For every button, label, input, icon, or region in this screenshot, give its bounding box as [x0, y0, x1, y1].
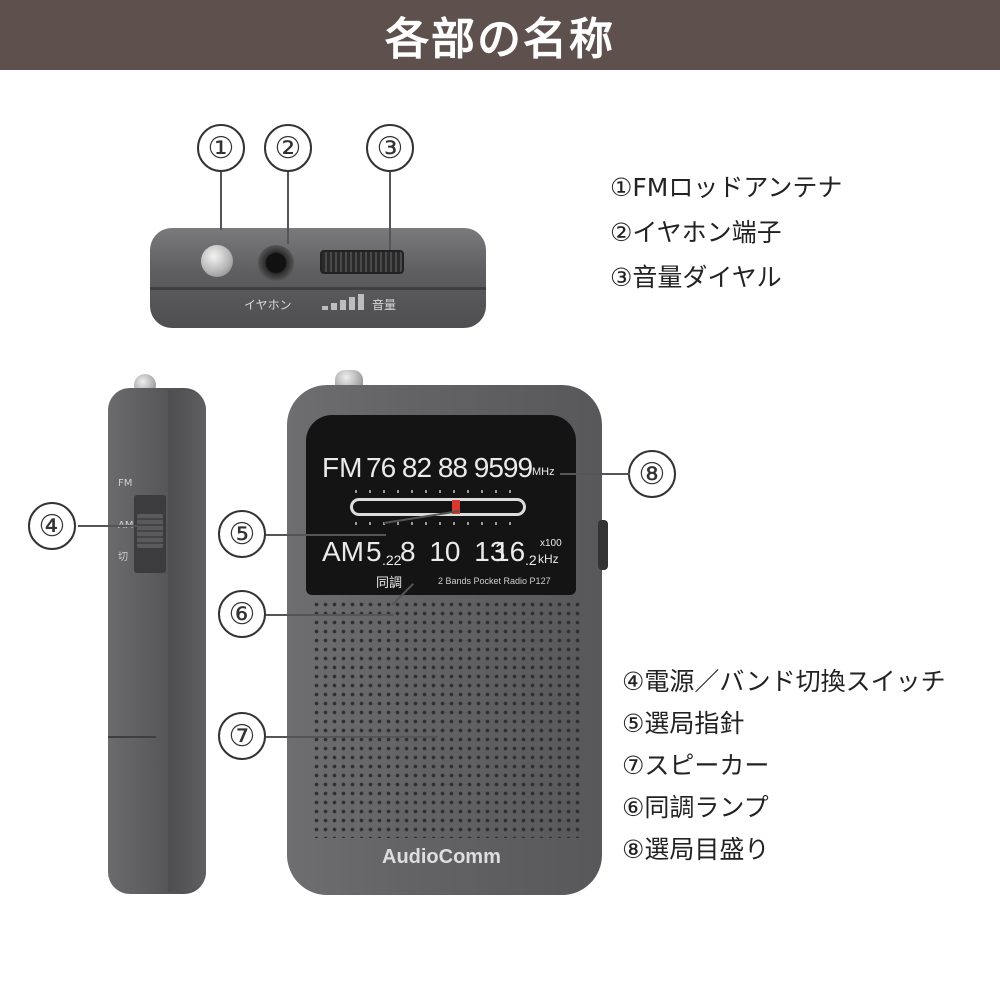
radio-side-front	[168, 390, 206, 892]
callout-3: ③	[366, 124, 414, 172]
am-scale-c-sub: .2	[525, 552, 537, 568]
radio-top-body	[150, 228, 486, 328]
brand-logo: AudioComm	[382, 846, 501, 868]
am-unit-top: x100	[540, 538, 562, 549]
leader-4	[78, 525, 138, 527]
volume-bar-4	[349, 297, 355, 310]
legend-item-earphone: ②イヤホン端子	[610, 218, 782, 247]
am-unit-bottom: kHz	[538, 552, 559, 566]
leader-6a	[266, 614, 394, 616]
earphone-label: イヤホン	[244, 298, 292, 312]
battery-cover	[108, 736, 156, 892]
legend-item-antenna: ①FMロッドアンテナ	[610, 173, 843, 202]
tuning-knob	[598, 520, 608, 570]
legend-item-pointer: ⑤選局指針	[622, 709, 745, 738]
am-scale-a: 5	[366, 536, 382, 567]
legend-item-tuning-lamp: ⑥同調ランプ	[622, 793, 769, 822]
callout-8: ⑧	[628, 450, 676, 498]
legend-item-volume: ③音量ダイヤル	[610, 263, 782, 292]
callout-7: ⑦	[218, 712, 266, 760]
radio-top-seam	[150, 287, 486, 290]
leader-5a	[266, 534, 386, 536]
leader-7	[266, 736, 438, 738]
volume-dial	[320, 250, 404, 274]
tuning-pointer	[452, 500, 460, 514]
switch-label-fm: FM	[118, 478, 133, 489]
leader-1	[220, 172, 222, 230]
leader-2	[287, 172, 289, 244]
fm-scale-ticks	[355, 490, 520, 493]
legend-item-dial-scale: ⑧選局目盛り	[622, 835, 770, 864]
fm-antenna-tip	[201, 245, 233, 277]
volume-bar-2	[331, 303, 337, 310]
leader-8	[560, 473, 630, 475]
callout-4: ④	[28, 502, 76, 550]
model-label: 2 Bands Pocket Radio P127	[438, 576, 551, 586]
volume-bar-1	[322, 306, 328, 310]
speaker-grille	[312, 600, 580, 838]
am-band-label: AM	[322, 536, 364, 567]
header-bar: 各部の名称	[0, 0, 1000, 70]
fm-scale: 76 82 88 9599	[366, 452, 533, 483]
volume-bar-5	[358, 294, 364, 310]
legend-item-switch: ④電源／バンド切換スイッチ	[622, 667, 946, 696]
callout-5: ⑤	[218, 510, 266, 558]
legend-item-speaker: ⑦スピーカー	[622, 751, 770, 780]
leader-3	[389, 172, 391, 250]
callout-6: ⑥	[218, 590, 266, 638]
am-scale-ticks	[355, 522, 520, 525]
tuning-lamp-label: 同調	[376, 575, 403, 590]
volume-bar-3	[340, 300, 346, 310]
am-scale-a-sub: .22	[382, 552, 402, 568]
am-scale-c: 16	[494, 536, 526, 567]
callout-1: ①	[197, 124, 245, 172]
fm-unit: MHz	[532, 466, 555, 478]
volume-label: 音量	[372, 298, 397, 312]
power-band-switch	[137, 514, 163, 548]
am-scale-b: 8 10 13	[400, 536, 506, 567]
callout-2: ②	[264, 124, 312, 172]
earphone-jack	[258, 245, 294, 281]
page-title: 各部の名称	[385, 14, 615, 65]
fm-band-label: FM	[322, 452, 363, 483]
switch-label-off: 切	[118, 552, 128, 563]
